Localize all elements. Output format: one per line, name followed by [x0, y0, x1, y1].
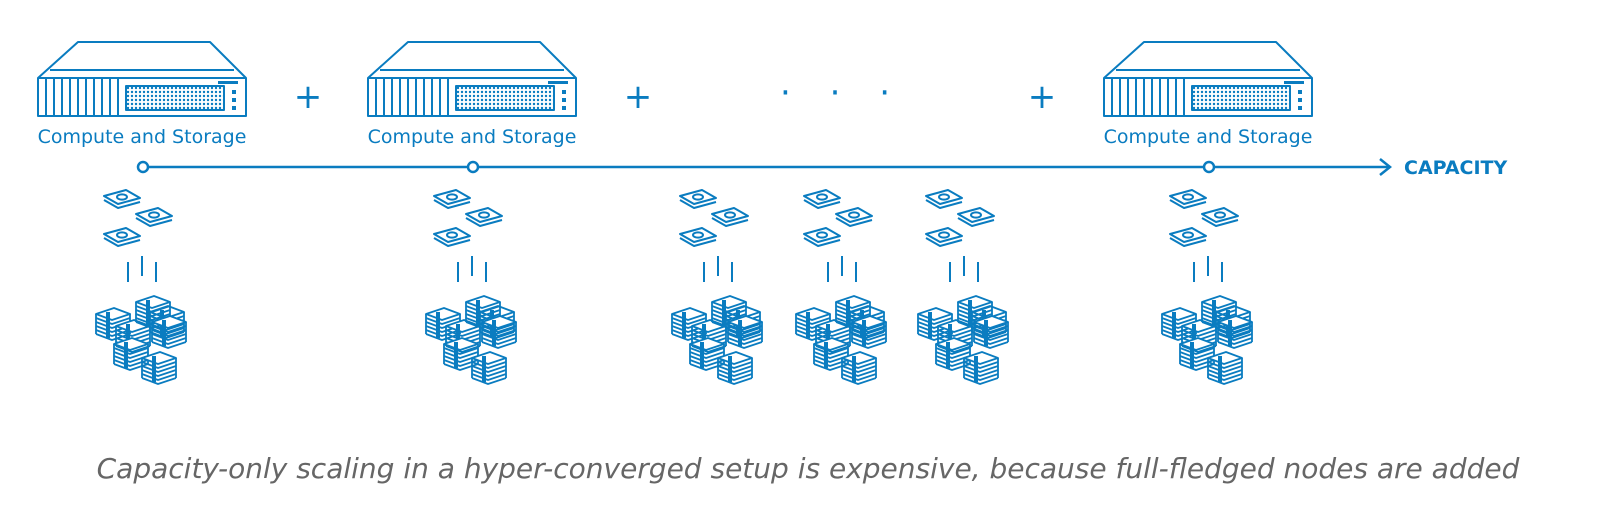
ellipsis: · · · — [780, 73, 904, 113]
money-icon — [1162, 190, 1252, 384]
axis-node-marker — [136, 160, 150, 174]
capacity-axis — [136, 158, 1393, 176]
plus-sign: + — [294, 77, 323, 117]
axis-node-marker — [466, 160, 480, 174]
money-icon — [918, 190, 1008, 384]
node-label-3: Compute and Storage — [1104, 126, 1313, 148]
plus-sign: + — [624, 77, 653, 117]
server-icon — [37, 41, 247, 117]
server-icon — [367, 41, 577, 117]
money-icon — [426, 190, 516, 384]
money-icon — [672, 190, 762, 384]
money-icon — [796, 190, 886, 384]
money-icon — [96, 190, 186, 384]
node-label-1: Compute and Storage — [38, 126, 247, 148]
server-icon — [1103, 41, 1313, 117]
plus-sign: + — [1028, 77, 1057, 117]
axis-label-capacity: CAPACITY — [1404, 157, 1508, 179]
axis-node-marker — [1202, 160, 1216, 174]
figure-caption: Capacity-only scaling in a hyper-converg… — [96, 452, 1520, 485]
node-label-2: Compute and Storage — [368, 126, 577, 148]
